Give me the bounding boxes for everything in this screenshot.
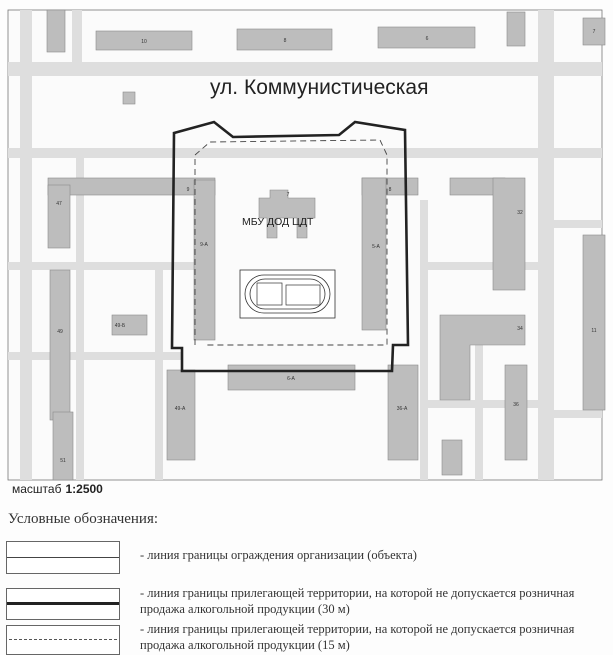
building-number: 47	[56, 201, 62, 207]
scale-value: 1:2500	[65, 482, 103, 496]
legend-text-30m: - линия границы прилегающей территории, …	[140, 586, 575, 616]
building-number: 6	[426, 36, 429, 42]
object-label: МБУ ДОД ЦДТ	[242, 216, 314, 228]
building-number: 49-А	[175, 406, 186, 412]
building-number: 36	[513, 402, 519, 408]
building-number: 49	[57, 329, 63, 335]
building-number: 8	[284, 38, 287, 44]
building-labels: 10 8 6 7 9 8 7 47 32 9-А 5-А 49 49-Б 34 …	[56, 29, 597, 464]
boundary-15m	[194, 139, 388, 346]
building-number: 9	[187, 187, 190, 193]
building-number: 7	[593, 29, 596, 35]
boundary-30m	[170, 120, 410, 373]
site-map: ул. Коммунистическая МБУ ДОД ЦДТ 10 8 6 …	[7, 9, 606, 481]
building-number: 51	[60, 458, 66, 464]
building-number: 6-А	[287, 376, 295, 382]
building-number: 11	[591, 328, 596, 334]
legend-symbol-fence	[6, 541, 120, 574]
scale-label: масштаб	[12, 482, 62, 496]
roads	[8, 10, 602, 480]
street-name: ул. Коммунистическая	[210, 76, 428, 99]
building-number: 5-А	[372, 244, 380, 250]
building-number: 9-А	[200, 242, 208, 248]
legend-symbol-30m	[6, 588, 120, 620]
building-number: 7	[287, 192, 290, 198]
legend-symbol-15m	[6, 625, 120, 655]
building-number: 34	[517, 326, 523, 332]
buildings	[46, 9, 606, 481]
stadium	[239, 269, 336, 319]
building-number: 36-А	[397, 406, 408, 412]
building-number: 49-Б	[115, 323, 126, 329]
legend-text-15m: - линия границы прилегающей территории, …	[140, 622, 575, 652]
building-number: 8	[389, 187, 392, 193]
building-number: 10	[141, 39, 147, 45]
legend-title: Условные обозначения:	[8, 511, 159, 527]
legend-text-fence: - линия границы ограждения организации (…	[140, 548, 417, 562]
building-number: 32	[517, 210, 523, 216]
